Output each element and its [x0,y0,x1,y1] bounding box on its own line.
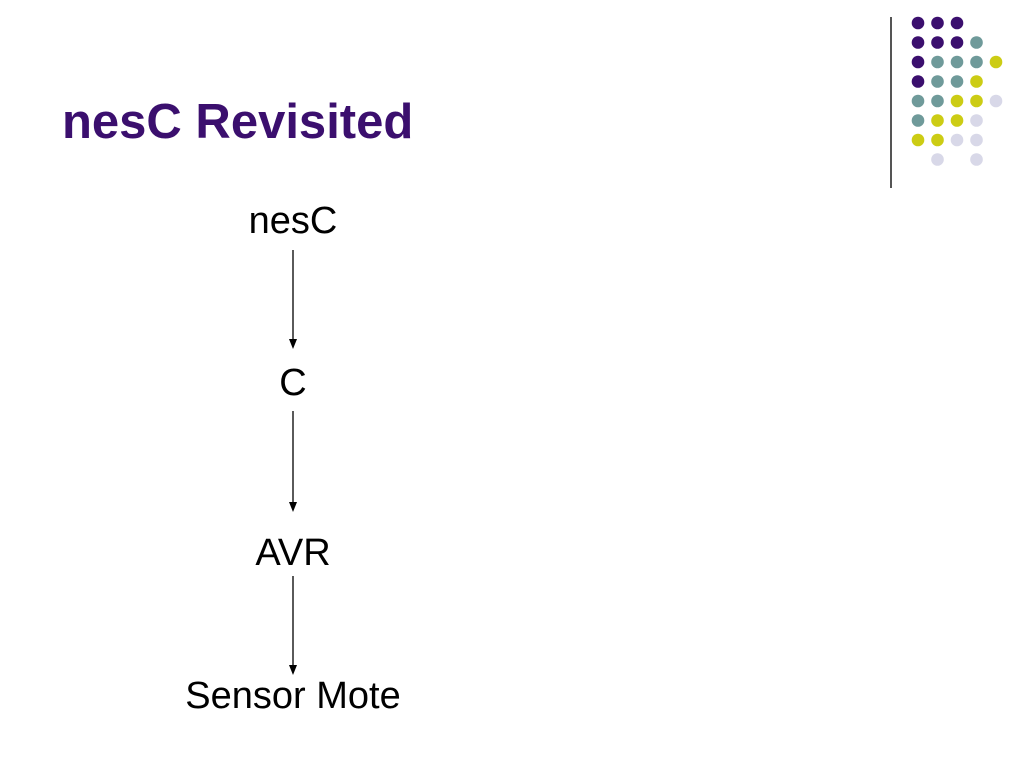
decorative-dot [950,55,964,69]
decorative-dot [950,133,964,147]
arrow-c-to-avr [289,411,297,512]
decorative-dot [950,114,964,127]
slide-title: nesC Revisited [62,95,414,149]
decorative-dot [931,94,944,108]
arrow-avr-to-sensor-mote [289,576,297,675]
decorative-dot [970,55,983,69]
node-nesc: nesC [248,200,338,242]
decorative-dot [911,55,925,69]
decorative-dot [970,133,983,147]
decorative-dot [950,36,964,49]
decorative-dot [970,94,983,108]
decorative-dot [931,114,944,127]
decorative-dot [950,75,964,88]
decorative-dot [989,94,1003,108]
decorative-dot [911,133,925,147]
decorative-dot [950,16,964,30]
arrow-nesc-to-c [289,250,297,349]
decorative-dot [931,55,944,69]
decorative-dot [931,16,944,30]
node-sensor-mote: Sensor Mote [185,675,401,717]
decorative-dot [911,75,925,88]
node-c: C [279,362,307,404]
decorative-dot [931,153,944,166]
decorative-dot [911,114,925,127]
decorative-dot [970,36,983,49]
decorative-dot [911,16,925,30]
decorative-dot [931,133,944,147]
decorative-dot [911,36,925,49]
decorative-dot [931,75,944,88]
decorative-dot [970,114,983,127]
decorative-dot [970,75,983,88]
decorative-dot [989,55,1003,69]
decorative-dot [970,153,983,166]
decorative-dot [931,36,944,49]
title-divider-line [890,17,892,188]
decorative-dot [950,94,964,108]
decorative-dot [911,94,925,108]
node-avr: AVR [255,532,331,574]
